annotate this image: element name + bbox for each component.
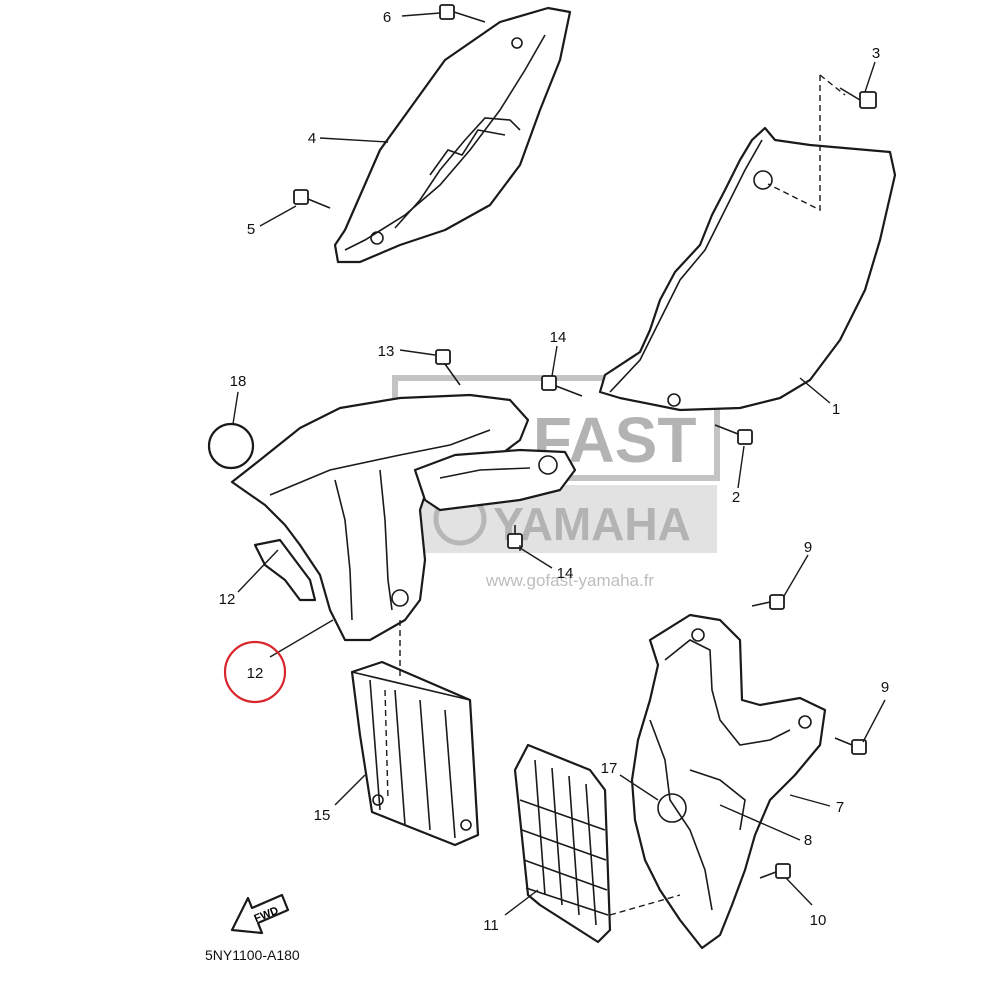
callout-5: 5	[247, 221, 255, 238]
callout-1: 1	[832, 401, 840, 418]
fasteners	[293, 4, 877, 879]
bolt-10	[759, 863, 791, 879]
drawing-code: 5NY1100-A180	[205, 947, 300, 963]
part-4-side-cover	[333, 6, 572, 264]
bolt-6	[439, 4, 486, 23]
callout-15: 14	[557, 565, 574, 582]
part-16-radiator-louver	[350, 660, 480, 847]
callout-9b: 9	[881, 679, 889, 696]
callout-9a: 9	[804, 539, 812, 556]
watermark-brand-line2: YAMAHA	[493, 498, 691, 550]
callout-7: 7	[836, 799, 844, 816]
part-11-radiator-grille	[513, 743, 612, 944]
assembly-lines	[384, 74, 846, 916]
bolt-9a	[751, 594, 785, 610]
callout-16: 15	[314, 807, 331, 824]
callout-13: 12	[219, 591, 236, 608]
part-13-radiator-shroud	[230, 393, 577, 642]
bolt-15	[507, 525, 523, 549]
bolt-3	[839, 87, 877, 109]
callout-4: 4	[308, 130, 316, 147]
callout-3: 3	[872, 45, 880, 62]
callout-8: 8	[804, 832, 812, 849]
callout-18: 18	[230, 373, 247, 390]
bolt-9b	[834, 737, 867, 755]
callout-14b: 14	[550, 329, 567, 346]
callout-labels: 6 4 5 3 13 14 18 1 2 12 12 14 9 9 17 7 8…	[219, 9, 890, 934]
watermark-url: www.gofast-yamaha.fr	[485, 571, 655, 590]
fwd-arrow-icon: FWD	[230, 893, 290, 935]
callout-10: 10	[810, 912, 827, 929]
tuning-fork-emblem-icon	[657, 793, 687, 823]
callout-12: 12	[247, 665, 264, 682]
part-17-shroud-right	[630, 613, 827, 950]
bolt-2	[714, 424, 753, 445]
leader-lines	[232, 12, 886, 916]
callout-17: 17	[601, 760, 618, 777]
callout-11: 11	[483, 917, 499, 934]
bolt-5	[293, 189, 331, 209]
bolt-14b	[541, 375, 583, 397]
highlight-ring	[223, 640, 287, 704]
bolt-14a	[435, 349, 461, 386]
callout-6: 6	[383, 9, 391, 26]
part-1-side-panel	[598, 126, 897, 412]
callout-2: 2	[732, 489, 740, 506]
part-18-emblem	[207, 422, 255, 470]
callout-14a: 13	[378, 343, 395, 360]
